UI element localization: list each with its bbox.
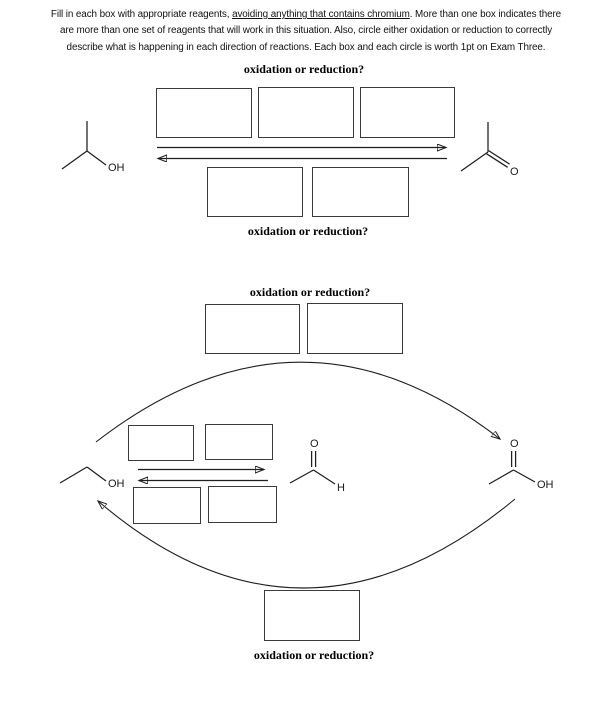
acetaldehyde-structure: O H bbox=[289, 438, 345, 494]
instructions-line-1: Fill in each box with appropriate reagen… bbox=[0, 7, 612, 23]
isopropanol-structure: OH bbox=[61, 121, 125, 174]
instructions-line-2: are more than one set of reagents that w… bbox=[59, 25, 553, 37]
reagent-box-r2-middle-reverse-1[interactable] bbox=[133, 487, 201, 524]
ethanol-oh-label: OH bbox=[108, 478, 125, 490]
ethanol-structure: OH bbox=[59, 466, 125, 490]
acetic-acid-oh-label: OH bbox=[537, 479, 554, 491]
reagent-box-r1-forward-1[interactable] bbox=[156, 88, 252, 138]
reagent-box-r2-bottomarc-1[interactable] bbox=[264, 590, 360, 641]
reagent-box-r2-toparc-2[interactable] bbox=[307, 303, 403, 354]
reagent-box-r2-middle-forward-2[interactable] bbox=[205, 424, 273, 460]
reagent-box-r2-toparc-1[interactable] bbox=[205, 304, 300, 354]
acetic-acid-structure: O OH bbox=[488, 438, 554, 491]
instructions: Fill in each box with appropriate reagen… bbox=[0, 7, 612, 56]
acetaldehyde-o-label: O bbox=[310, 438, 319, 450]
prompt-reaction1-reverse[interactable]: oxidation or reduction? bbox=[247, 224, 369, 238]
acetone-structure: O bbox=[460, 122, 519, 178]
instructions-text: Fill in each box with appropriate reagen… bbox=[50, 9, 233, 20]
isopropanol-oh-label: OH bbox=[108, 162, 125, 174]
prompt-reaction1-forward[interactable]: oxidation or reduction? bbox=[243, 62, 365, 76]
instructions-text: . More than one box indicates there bbox=[409, 9, 562, 20]
acetaldehyde-h-label: H bbox=[337, 482, 345, 494]
instructions-line-3: describe what is happening in each direc… bbox=[66, 41, 546, 53]
reagent-box-r2-middle-forward-1[interactable] bbox=[128, 425, 194, 461]
reagent-box-r1-forward-3[interactable] bbox=[360, 87, 455, 138]
acetone-o-label: O bbox=[510, 166, 519, 178]
prompt-reaction2-top-arc[interactable]: oxidation or reduction? bbox=[249, 285, 371, 299]
prompt-reaction2-bottom-arc[interactable]: oxidation or reduction? bbox=[253, 648, 375, 662]
reagent-box-r1-reverse-2[interactable] bbox=[312, 167, 409, 217]
reagent-box-r1-forward-2[interactable] bbox=[258, 87, 354, 138]
acetic-acid-o-label: O bbox=[510, 438, 519, 450]
reagent-box-r1-reverse-1[interactable] bbox=[207, 167, 303, 217]
underlined-phrase: avoiding anything that contains chromium bbox=[232, 9, 410, 20]
reagent-box-r2-middle-reverse-2[interactable] bbox=[208, 486, 277, 523]
